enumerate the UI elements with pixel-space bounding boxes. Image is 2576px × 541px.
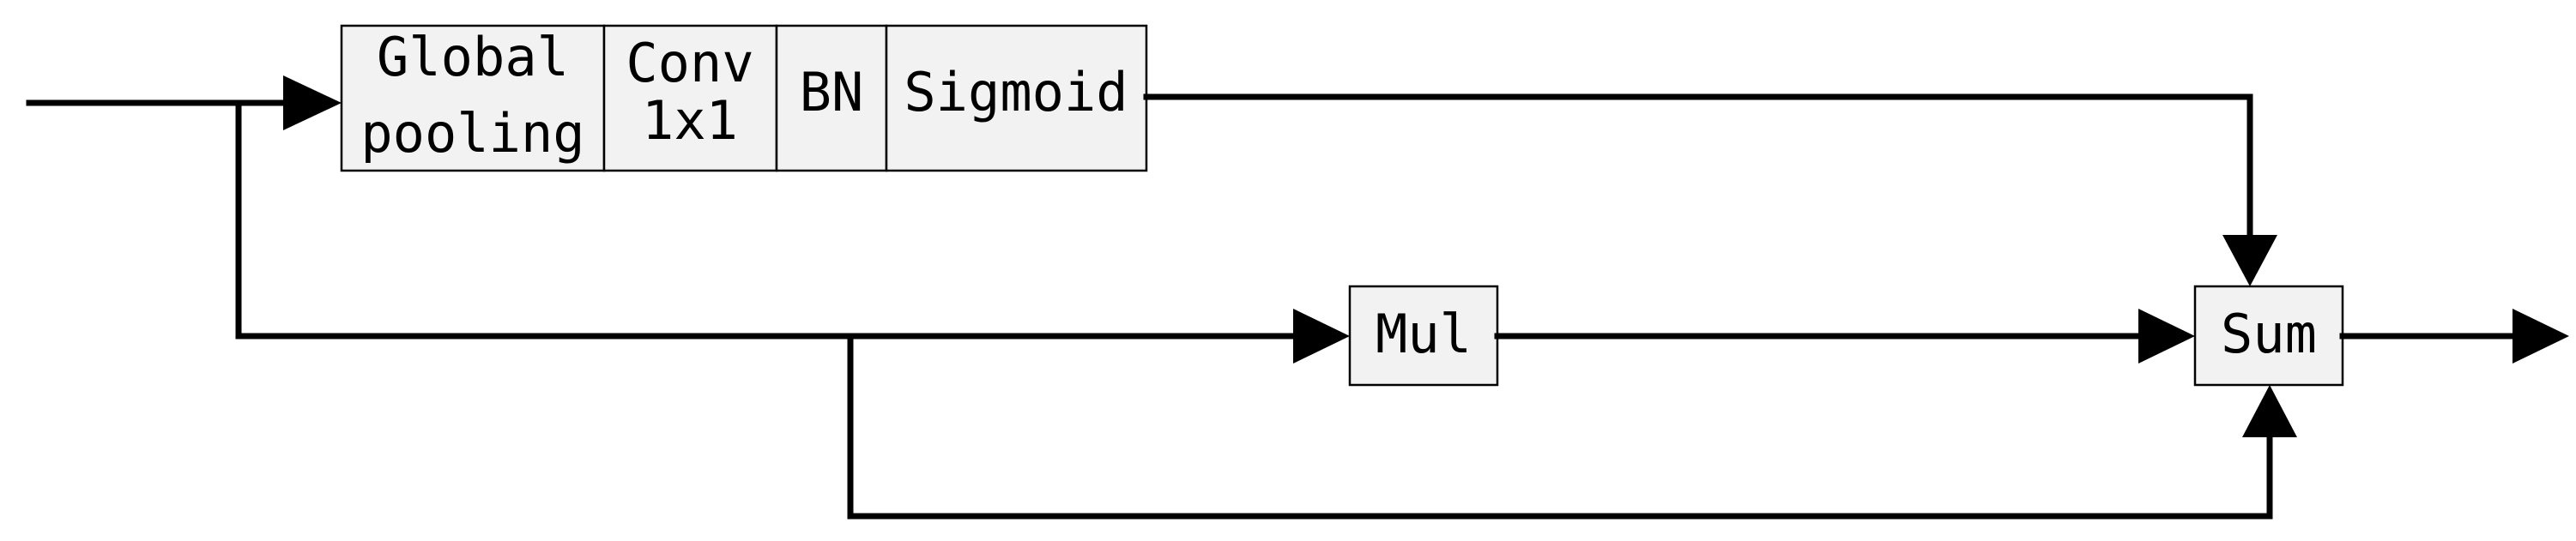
sum-bottom-arrowhead — [2242, 385, 2297, 437]
mul-input-arrowhead — [1293, 309, 1350, 364]
sigmoid-block: Sigmoid — [885, 24, 1148, 172]
bn-block: BN — [775, 24, 888, 172]
conv-label-line1: Conv — [626, 32, 753, 94]
sigmoid-label: Sigmoid — [904, 61, 1128, 123]
global-pooling-block: Global pooling — [340, 24, 606, 172]
conv-label-line2: 1x1 — [642, 89, 738, 152]
global-pooling-label-line2: pooling — [360, 102, 584, 165]
mul-label: Mul — [1376, 303, 1472, 365]
sum-left-arrowhead — [2138, 309, 2195, 364]
sigmoid-to-sum-line — [1143, 93, 2253, 243]
residual-line — [847, 333, 2273, 520]
input-arrowhead — [283, 75, 342, 130]
conv-block: Conv 1x1 — [602, 24, 778, 172]
sum-block: Sum — [2193, 285, 2344, 387]
mul-block: Mul — [1348, 285, 1499, 387]
sum-label: Sum — [2221, 303, 2317, 365]
bn-label: BN — [800, 61, 864, 123]
skip-branch-line — [235, 99, 1303, 340]
sum-top-arrowhead — [2222, 235, 2277, 286]
global-pooling-label-line1: Global — [377, 26, 569, 88]
output-arrowhead — [2513, 309, 2569, 364]
